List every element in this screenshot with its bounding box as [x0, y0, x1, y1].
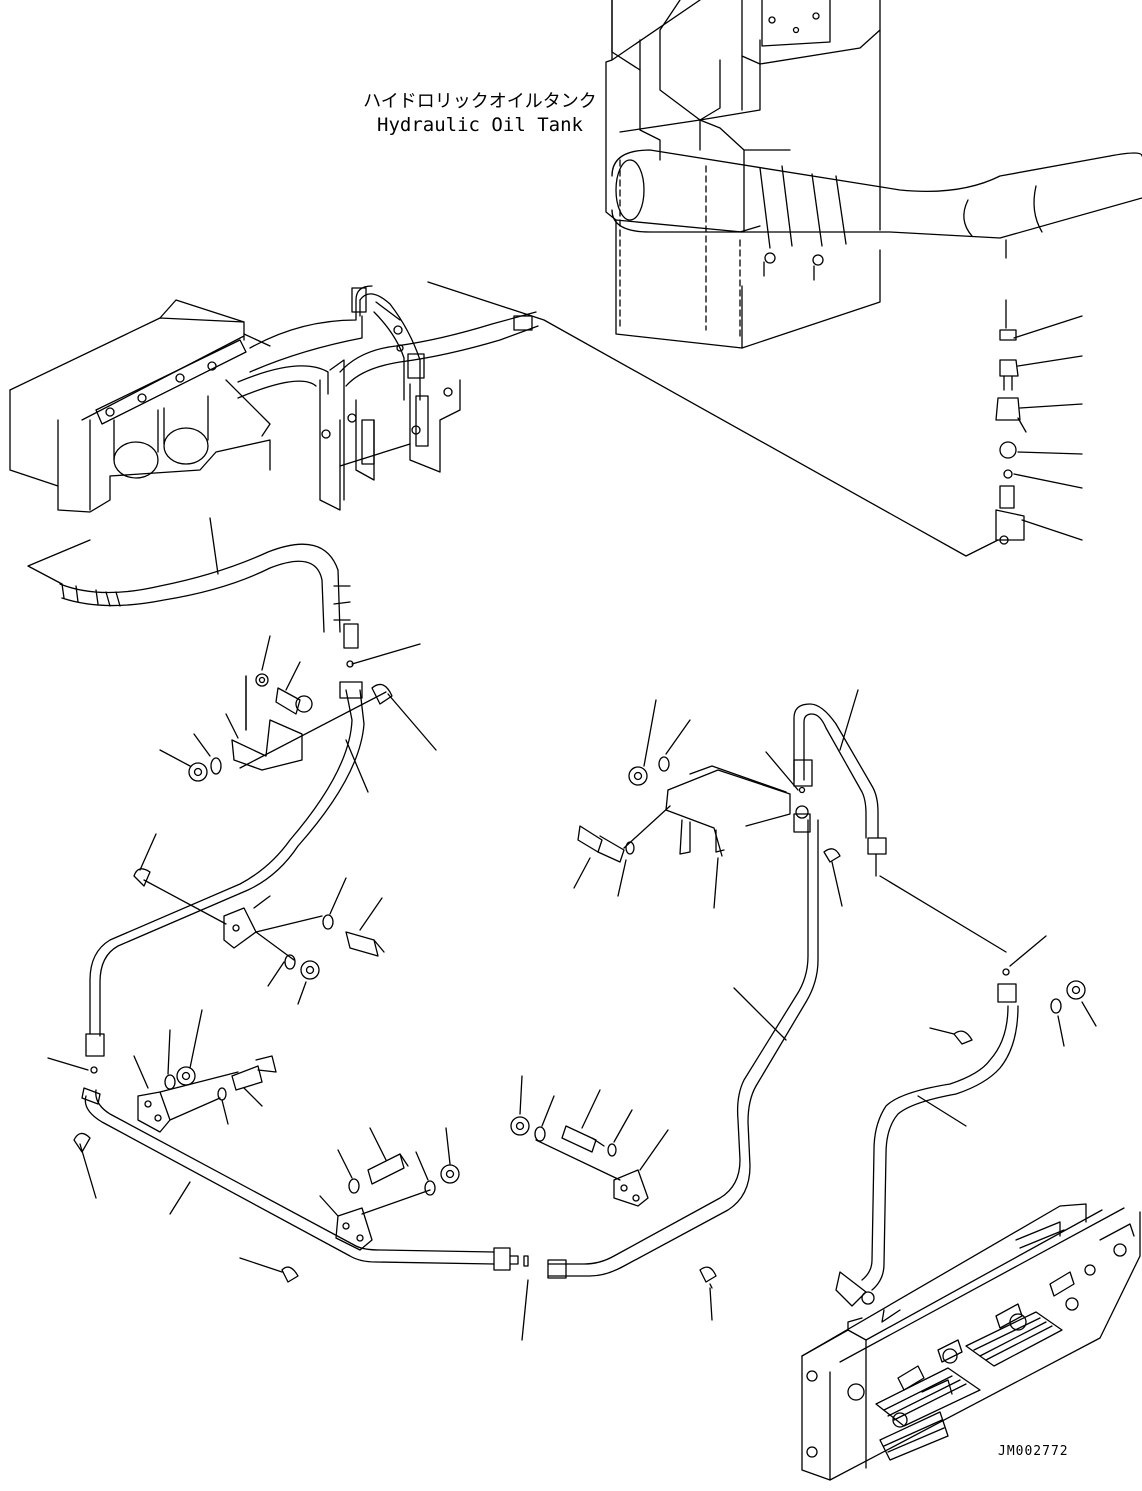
left-tube-assembly — [48, 636, 518, 1282]
pump-filter-unit — [10, 286, 538, 512]
center-tube-assembly — [511, 700, 842, 1340]
reference-line — [428, 282, 998, 556]
leader — [210, 518, 218, 574]
right-upper-elbow — [794, 690, 1006, 952]
right-lower-tube — [836, 936, 1096, 1306]
hydraulic-oil-tank — [606, 0, 1142, 544]
valve-block — [802, 1204, 1140, 1480]
tank-label-japanese: ハイドロリックオイルタンク — [363, 91, 597, 112]
drawing-id: JM002772 — [998, 1444, 1069, 1459]
tank-label-english: Hydraulic Oil Tank — [377, 114, 583, 136]
reference-line — [28, 540, 90, 584]
suction-hose — [60, 544, 358, 667]
